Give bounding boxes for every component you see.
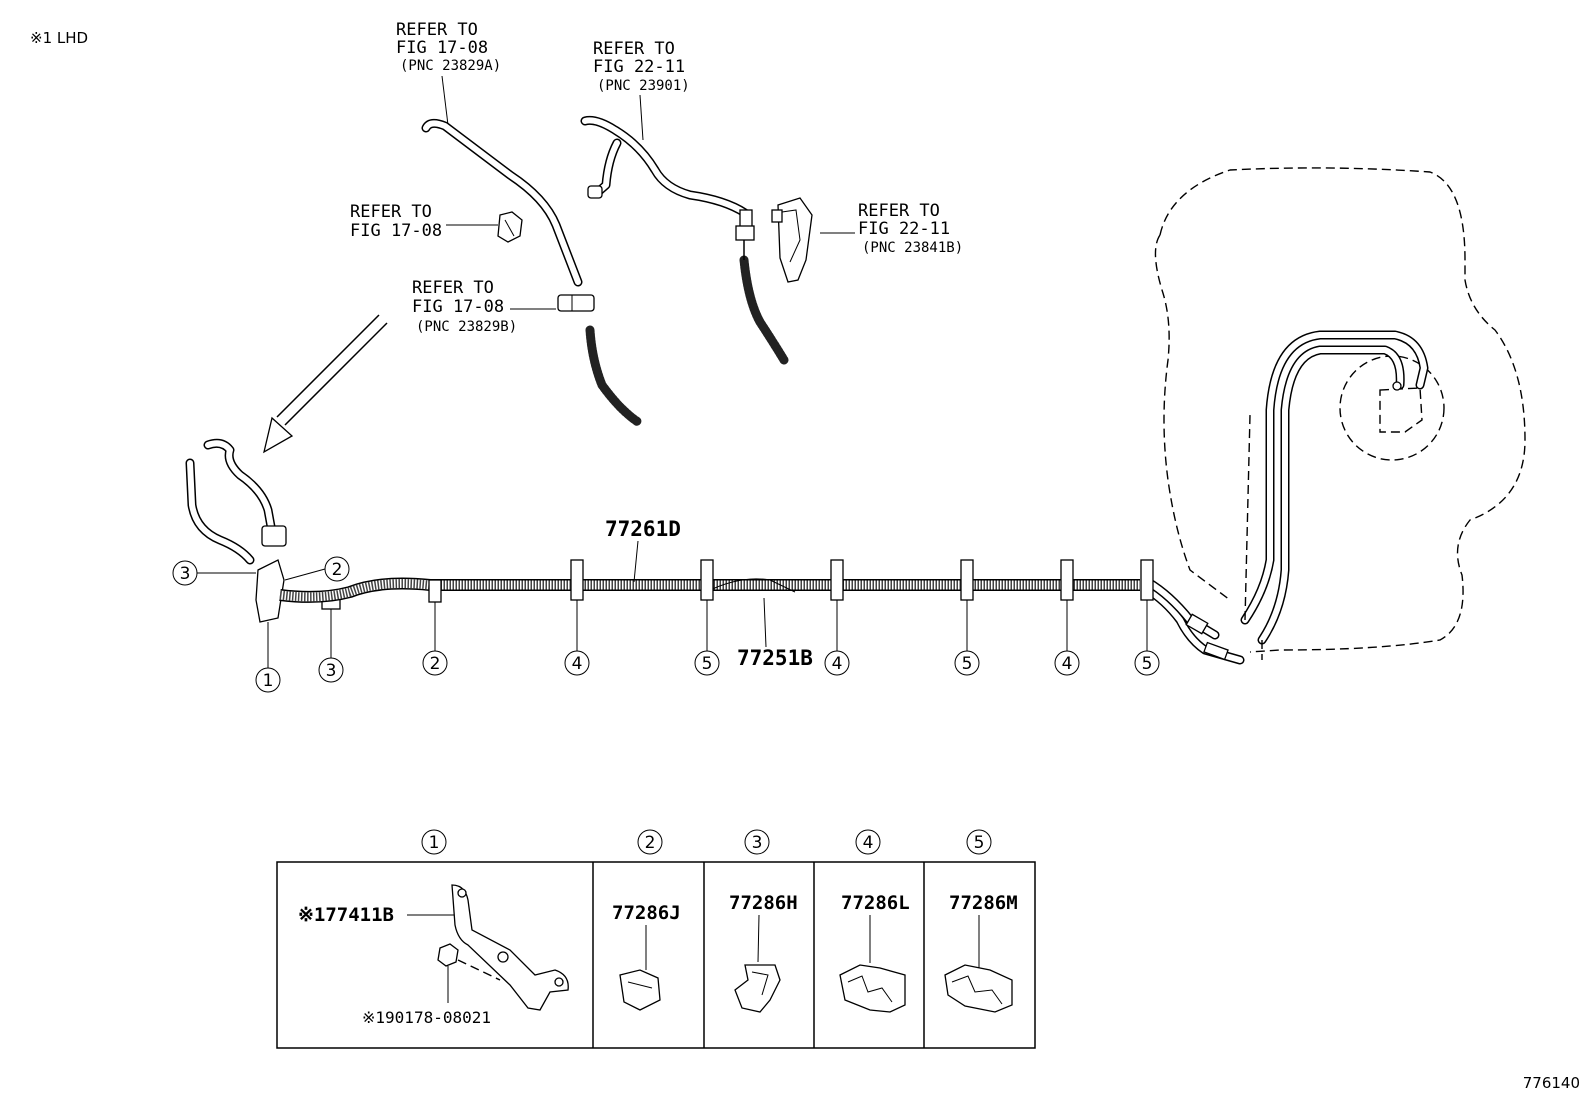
- clip-17-08: [497, 211, 523, 243]
- callout-5-b: 5: [954, 600, 980, 676]
- ref-fig-22-11-pnc-23841b: REFER TO FIG 22-11 (PNC 23841B): [858, 201, 963, 256]
- svg-text:(PNC 23841B): (PNC 23841B): [862, 240, 963, 256]
- part-number-77286m: 77286M: [949, 892, 1018, 914]
- svg-text:REFER TO: REFER TO: [412, 278, 494, 298]
- svg-text:REFER TO: REFER TO: [858, 201, 940, 221]
- clamp-4-a: [570, 559, 584, 601]
- clamp-2: [428, 579, 442, 603]
- legend-cell-5: 77286M: [944, 892, 1018, 1013]
- svg-text:4: 4: [832, 654, 843, 674]
- lhd-note: ※1 LHD: [30, 29, 88, 47]
- ref-fig-22-11-pnc-23901: REFER TO FIG 22-11 (PNC 23901): [593, 39, 690, 94]
- svg-text:FIG 17-08: FIG 17-08: [396, 38, 488, 58]
- svg-text:(PNC 23829B): (PNC 23829B): [416, 319, 517, 335]
- part-number-77286j: 77286J: [612, 902, 681, 924]
- vapor-hose-a: [421, 118, 583, 287]
- callout-5-c: 5: [1134, 600, 1160, 676]
- part-number-90178-08021: ※190178-08021: [362, 1008, 491, 1027]
- callout-3-left: 3: [172, 560, 256, 586]
- legend-cell-1: ※177411B ※190178-08021: [298, 884, 569, 1027]
- part-number-77261d: 77261D: [605, 517, 681, 541]
- clip-j-icon: [619, 969, 661, 1011]
- svg-text:5: 5: [1142, 654, 1153, 674]
- part-number-77251b: 77251B: [737, 646, 813, 670]
- svg-text:FIG 22-11: FIG 22-11: [593, 57, 685, 77]
- legend-header-4: 4: [855, 829, 881, 855]
- svg-text:5: 5: [702, 654, 713, 674]
- clamp-5-c: [1140, 559, 1154, 601]
- svg-text:FIG 17-08: FIG 17-08: [412, 297, 504, 317]
- callout-1: 1: [255, 622, 281, 693]
- svg-text:REFER TO: REFER TO: [593, 39, 675, 59]
- svg-text:FIG 22-11: FIG 22-11: [858, 219, 950, 239]
- part-number-77286l: 77286L: [841, 892, 910, 914]
- pipe-clamps: [428, 559, 1154, 603]
- svg-text:1: 1: [429, 833, 440, 853]
- left-pipe-assembly: [185, 438, 341, 623]
- legend-header-5: 5: [966, 829, 992, 855]
- svg-text:1: 1: [263, 671, 274, 691]
- callout-3: 3: [318, 609, 344, 683]
- clamp-5-a: [700, 559, 714, 601]
- bracket-22-11: [771, 197, 813, 283]
- svg-text:FIG 17-08: FIG 17-08: [350, 221, 442, 241]
- svg-text:3: 3: [752, 833, 763, 853]
- clamp-4-c: [1060, 559, 1074, 601]
- svg-text:4: 4: [1062, 654, 1073, 674]
- part-number-77411b: ※177411B: [298, 904, 394, 926]
- figure-id: 776140: [1523, 1074, 1580, 1092]
- bracket-icon: [451, 884, 569, 1011]
- legend-header-3: 3: [744, 829, 770, 855]
- ref-fig-17-08-pnc-23829b: REFER TO FIG 17-08 (PNC 23829B): [412, 278, 517, 335]
- clamp-5-b: [960, 559, 974, 601]
- view-direction-arrow: [263, 314, 388, 454]
- legend-header-1: 1: [421, 829, 447, 855]
- pipe-bracket: [255, 559, 285, 623]
- svg-text:2: 2: [332, 560, 343, 580]
- svg-text:4: 4: [863, 833, 874, 853]
- svg-text:3: 3: [180, 564, 191, 584]
- svg-text:3: 3: [326, 661, 337, 681]
- callout-2-left: 2: [284, 556, 350, 582]
- parts-legend: 1 2 3 4 5 ※177411B: [276, 829, 1036, 1049]
- fuel-tank-outline: [1154, 167, 1526, 660]
- svg-text:2: 2: [430, 654, 441, 674]
- clip-l-icon: [839, 964, 906, 1013]
- connector-22-11: [735, 209, 755, 241]
- nut-icon: [437, 943, 459, 967]
- legend-cell-3: 77286H: [729, 892, 798, 1013]
- callout-4-a: 4: [564, 600, 590, 676]
- legend-header-2: 2: [637, 829, 663, 855]
- svg-text:4: 4: [572, 654, 583, 674]
- svg-text:5: 5: [974, 833, 985, 853]
- svg-text:(PNC 23829A): (PNC 23829A): [400, 58, 501, 74]
- ref-fig-17-08-clip: REFER TO FIG 17-08: [350, 202, 442, 241]
- legend-table-border: [276, 861, 1036, 1049]
- svg-text:REFER TO: REFER TO: [396, 20, 478, 40]
- svg-text:5: 5: [962, 654, 973, 674]
- callout-4-c: 4: [1054, 600, 1080, 676]
- part-number-77286h: 77286H: [729, 892, 798, 914]
- hose-clamp-17-08: [557, 294, 595, 312]
- callout-4-b: 4: [824, 600, 850, 676]
- legend-cell-2: 77286J: [612, 902, 681, 1011]
- clamp-4-b: [830, 559, 844, 601]
- clip-h-icon: [734, 964, 781, 1013]
- svg-text:REFER TO: REFER TO: [350, 202, 432, 222]
- ref-fig-17-08-pnc-23829a: REFER TO FIG 17-08 (PNC 23829A): [396, 20, 501, 74]
- legend-cell-4: 77286L: [839, 892, 910, 1013]
- callout-5-a: 5: [694, 600, 720, 676]
- clip-m-icon: [944, 964, 1013, 1013]
- vapor-hose-b: [580, 115, 750, 218]
- svg-text:2: 2: [645, 833, 656, 853]
- callout-2: 2: [422, 602, 448, 676]
- svg-text:(PNC 23901): (PNC 23901): [597, 78, 690, 94]
